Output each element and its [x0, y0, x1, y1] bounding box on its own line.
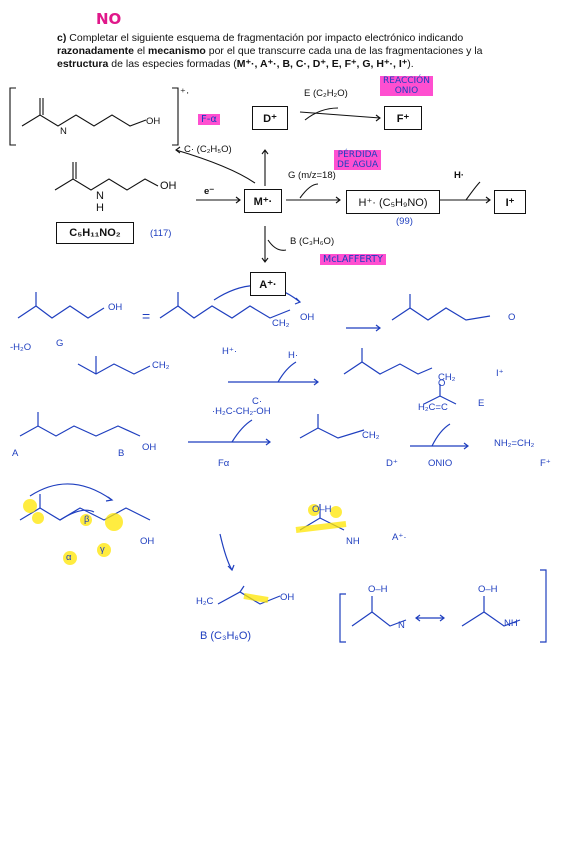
instruction-line-1: c) Completar el siguiente esquema de fra… — [57, 32, 557, 45]
item-letter: c) — [57, 32, 67, 44]
r3-d: D⁺ — [386, 458, 398, 469]
r4-alpha: α — [66, 552, 72, 563]
r5-nh: NH — [504, 618, 518, 629]
perdida-agua-note: PÉRDIDA DE AGUA — [334, 150, 382, 170]
r2-hdot2: H· — [288, 350, 299, 361]
mass-note: (117) — [150, 228, 172, 239]
r4-nh: NH — [346, 536, 360, 547]
r5-b: B (C₃H₆O) — [200, 630, 252, 642]
bold-razonadamente: razonadamente — [57, 45, 135, 57]
highlight-c — [32, 512, 44, 524]
r3-a: A — [12, 448, 19, 459]
r4-oh: OH — [140, 536, 155, 547]
h-mass: (99) — [396, 216, 413, 227]
r3-cdot: C· — [252, 396, 263, 407]
e-label: E (C₂H₂O) — [304, 88, 348, 99]
r2-hdot: H⁺· — [222, 346, 238, 357]
instruction-line-3: estructura de las especies formadas (M⁺·… — [57, 58, 557, 71]
bold-estructura: estructura — [57, 58, 109, 70]
species-list: M⁺·, A⁺·, B, C·, D⁺, E, F⁺, G, H⁺·, I⁺ — [236, 58, 408, 70]
r2-ch2: CH₂ — [152, 360, 170, 371]
r1-oh: OH — [108, 302, 123, 313]
r3-e: E — [478, 398, 485, 409]
r5-oh: OH — [280, 592, 295, 603]
r1-o-plus: O — [508, 312, 516, 323]
r5-oh1: O–H — [368, 584, 388, 595]
r2-minus-water: -H₂O — [10, 342, 32, 353]
f-alpha-note: F-α — [198, 114, 220, 125]
r4-a: A⁺· — [392, 532, 407, 543]
highlight-alkene — [243, 593, 269, 603]
onio-text: ONIO — [394, 86, 419, 96]
r3-b: B — [118, 448, 125, 459]
r3-o: O — [438, 378, 446, 389]
molecule-n: N — [96, 190, 104, 202]
r5-n: N — [398, 620, 405, 631]
mclafferty-note: McLAFFERTY — [320, 254, 386, 265]
f-box: F⁺ — [384, 106, 422, 130]
r5-h2c: H₂C — [196, 596, 214, 607]
highlight-h2 — [330, 506, 342, 518]
highlight-bond — [295, 521, 347, 533]
instruction-end: ). — [407, 58, 414, 70]
r3-nh2: NH₂=CH₂ — [494, 438, 535, 449]
bracket-structure — [9, 87, 179, 146]
i-box: I⁺ — [494, 190, 526, 214]
scheme-arrows — [175, 107, 491, 263]
formula-box: C₅H₁₁NO₂ — [56, 222, 134, 244]
highlight-oh — [308, 504, 320, 516]
bracket-charge: ⁺· — [180, 87, 190, 99]
instruction-block: c) Completar el siguiente esquema de fra… — [57, 32, 557, 71]
r3-onio: ONIO — [428, 458, 453, 469]
perdida-text: PÉRDIDA — [337, 150, 378, 160]
c-label: C· (C₂H₅O) — [184, 144, 232, 155]
instruction-rest-3: de las especies formadas ( — [108, 58, 237, 70]
r1-oh2: OH — [300, 312, 315, 323]
molecule-h: H — [96, 202, 104, 214]
r3-ch2: CH₂ — [362, 430, 380, 441]
r3-oh: OH — [142, 442, 157, 453]
r1-eq: = — [142, 308, 151, 324]
highlight-h — [105, 513, 123, 531]
r2-i: I⁺ — [496, 368, 504, 379]
r4-beta: β — [84, 514, 90, 525]
agua-text: DE AGUA — [337, 160, 379, 170]
electron-label: e⁻ — [204, 186, 215, 197]
r3-ketene: H₂C=C — [418, 402, 448, 413]
highlight-alpha — [63, 551, 77, 565]
handwritten-drawings — [17, 284, 547, 643]
r3-chain: ·H₂C-CH₂-OH — [212, 406, 271, 417]
r4-gamma: γ — [100, 544, 105, 555]
d-box: D⁺ — [252, 106, 288, 130]
highlight-gamma — [97, 543, 111, 557]
instruction-line-2: razonadamente el mecanismo por el que tr… — [57, 45, 557, 58]
b-label: B (C₃H₆O) — [290, 236, 335, 247]
r1-ch2: CH₂ — [272, 318, 290, 329]
m-box: M⁺· — [244, 189, 282, 213]
a-box: A⁺· — [250, 272, 286, 296]
r3-fa: Fα — [218, 458, 230, 469]
g-label: G (m/z=18) — [288, 170, 336, 181]
reaccion-onio-note: REACCIÓN ONIO — [380, 76, 433, 96]
bold-mecanismo: mecanismo — [148, 45, 206, 57]
highlight-o — [23, 499, 37, 513]
instruction-rest: por el que transcurre cada una de las fr… — [205, 45, 483, 57]
molecule-structure — [54, 162, 159, 191]
h-radical: H· — [454, 170, 465, 181]
r3-f: F⁺ — [540, 458, 551, 469]
h-box: H⁺· (C₅H₉NO) — [346, 190, 440, 214]
bracket-nh: N — [60, 126, 67, 137]
bracket-oh: OH — [146, 116, 161, 127]
molecule-oh: OH — [160, 180, 177, 192]
reaccion-text: REACCIÓN — [383, 76, 430, 86]
r2-ch2b: CH₂ — [438, 372, 456, 383]
no-mark: NO — [96, 10, 122, 28]
r5-oh2: O–H — [478, 584, 498, 595]
instruction-text-1: Completar el siguiente esquema de fragme… — [69, 32, 464, 44]
instruction-mid: el — [134, 45, 149, 57]
r4-oh-plus: O–H — [312, 504, 332, 515]
r2-g: G — [56, 338, 64, 349]
highlight-beta — [80, 514, 92, 526]
